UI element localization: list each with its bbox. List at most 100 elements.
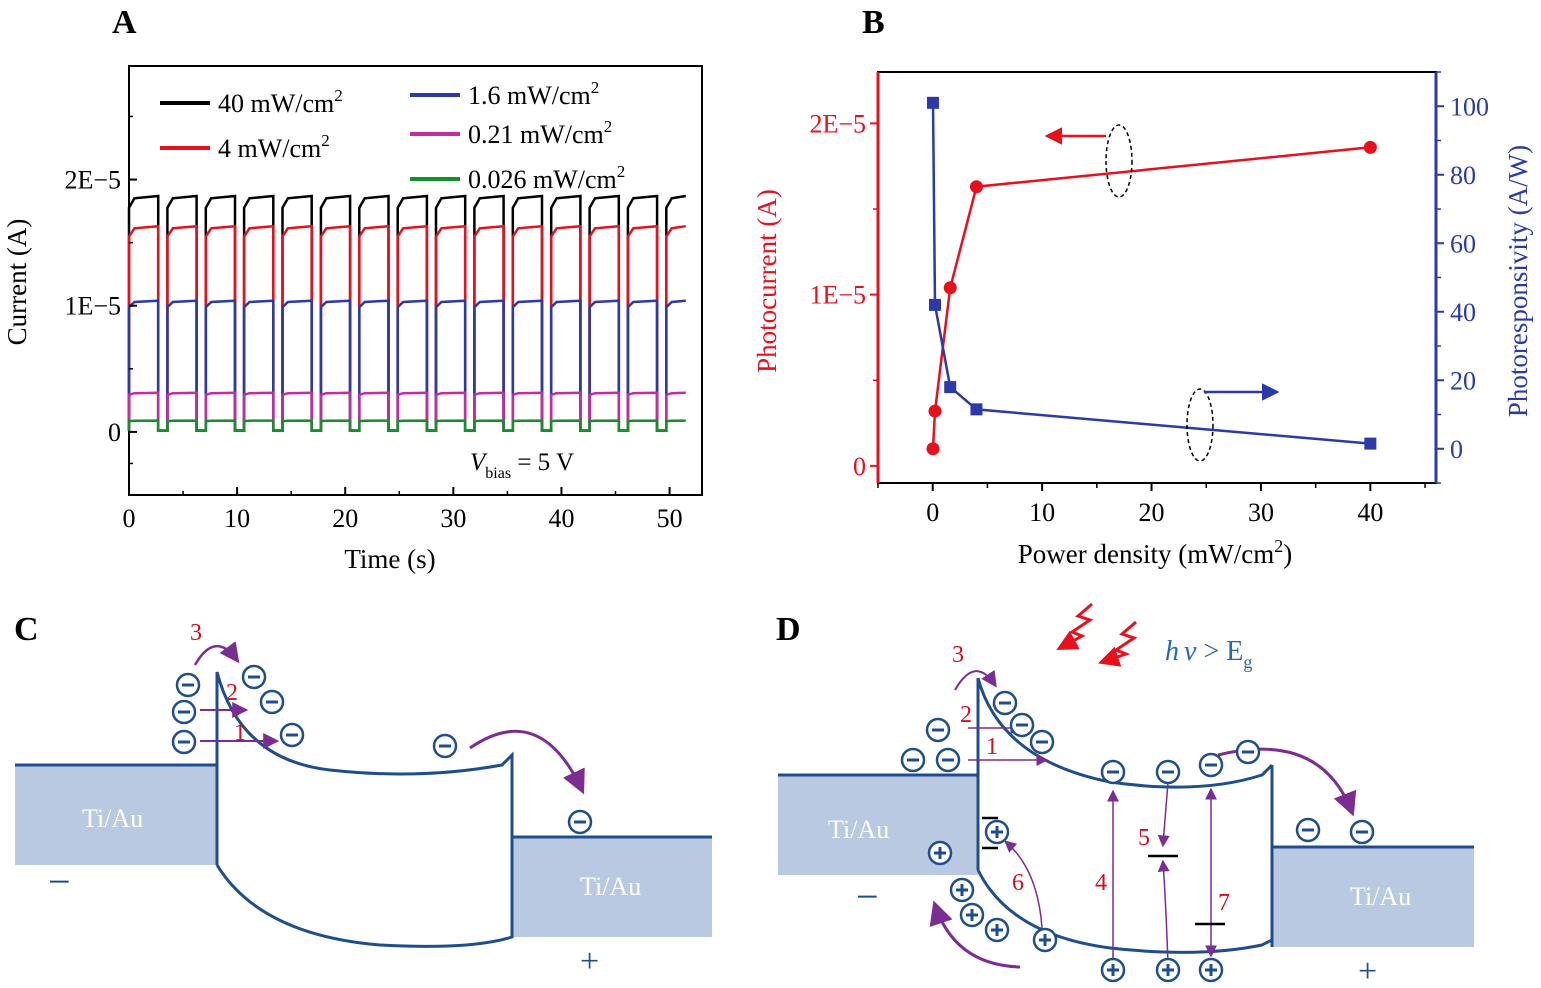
chart-b-left-ytick-label: 1E−5 — [809, 281, 866, 310]
step-3-label-d: 3 — [952, 642, 964, 668]
chart-a-xtick-label: 0 — [123, 504, 136, 533]
minus-terminal-d: − — [856, 874, 879, 919]
electron-icon — [171, 729, 197, 755]
chart-b-right-ytick-label: 60 — [1450, 229, 1476, 258]
carriers-c — [171, 664, 593, 835]
chart-a-ytick-label: 1E−5 — [64, 292, 121, 321]
electron-icon — [432, 733, 458, 759]
hole-icon — [949, 877, 975, 903]
left-contact-c — [15, 765, 217, 865]
electron-icon — [935, 747, 961, 773]
chart-b-right-ytick-label: 100 — [1450, 92, 1489, 121]
carriers-d — [900, 690, 1375, 983]
chart-b-xtick-label: 30 — [1248, 498, 1274, 527]
chart-a-xtick-label: 40 — [548, 504, 574, 533]
tunnel-arrow-3-c — [193, 641, 240, 666]
chart-a-ylabel: Current (A) — [2, 219, 32, 346]
step-2-label-d: 2 — [960, 702, 972, 728]
series-line — [127, 224, 686, 432]
electron-icon — [1295, 817, 1321, 843]
chart-b-right-ytick-label: 80 — [1450, 161, 1476, 190]
panel-label-a: A — [112, 4, 137, 41]
chart-b-right-ytick-label: 40 — [1450, 298, 1476, 327]
band-diagram-c: Ti/Au Ti/Au − + 3 2 1 — [15, 620, 712, 980]
hole-collection-arrow-d — [929, 900, 1021, 969]
chart-b-xtick-label: 0 — [926, 498, 939, 527]
electron-icon — [279, 722, 305, 748]
electron-icon — [175, 672, 201, 698]
legend-label: 40 mW/cm2 — [218, 86, 343, 118]
legend-label: 1.6 mW/cm2 — [468, 78, 599, 110]
trap-release-arrow-5 — [1157, 859, 1170, 966]
right-contact-label-c: Ti/Au — [580, 872, 641, 901]
right-contact-d — [1272, 847, 1474, 947]
electron-icon — [1029, 729, 1055, 755]
right-contact-c — [512, 837, 712, 937]
panel-label-d: D — [776, 611, 801, 648]
left-contact-label-c: Ti/Au — [82, 804, 143, 833]
electron-icon — [992, 690, 1018, 716]
electron-icon — [1155, 759, 1181, 785]
chart-b-xtick-label: 10 — [1029, 498, 1055, 527]
series-line — [127, 419, 686, 432]
electron-icon — [1009, 712, 1035, 738]
step-4-label-d: 4 — [1095, 870, 1107, 896]
chart-a-xtick-label: 10 — [224, 504, 250, 533]
hole-icon — [1198, 957, 1224, 983]
semiconductor-bands-c — [215, 671, 514, 948]
photocurrent-marker — [926, 442, 940, 456]
electron-icon — [241, 664, 267, 690]
step-7-label-d: 7 — [1218, 890, 1230, 916]
hole-icon — [959, 902, 985, 928]
electron-icon — [925, 717, 951, 743]
responsivity-marker — [944, 381, 957, 394]
responsivity-marker — [970, 403, 983, 416]
step-2-label-c: 2 — [226, 680, 238, 706]
collection-arrow-c — [469, 729, 585, 795]
responsivity-marker — [926, 96, 939, 109]
responsivity-marker — [1364, 437, 1377, 450]
photocurrent-marker — [1363, 140, 1377, 154]
chart-b-frame — [877, 71, 1437, 484]
chart-a-ytick-label: 0 — [108, 418, 121, 447]
step-5-label-d: 5 — [1138, 825, 1150, 851]
step-1-label-c: 1 — [234, 720, 246, 746]
series-line — [127, 391, 686, 432]
legend-label: 0.21 mW/cm2 — [468, 117, 612, 149]
chart-b-xlabel: Power density (mW/cm2) — [1018, 536, 1292, 569]
electron-icon — [1198, 752, 1224, 778]
electron-icon — [171, 699, 197, 725]
tunnel-arrow-3-d — [954, 669, 997, 691]
hole-icon — [1100, 957, 1126, 983]
bias-annotation: Vbias = 5 V — [470, 449, 574, 482]
photon-icon — [1098, 620, 1138, 667]
plus-terminal-c: + — [580, 943, 599, 980]
hole-trap-arrow-6 — [1004, 840, 1043, 929]
chart-a-frame — [128, 65, 703, 496]
chart-a-ytick-label: 2E−5 — [64, 166, 121, 195]
electron-icon — [1100, 759, 1126, 785]
right-contact-label-d: Ti/Au — [1350, 882, 1411, 911]
electron-icon — [1235, 739, 1261, 765]
electron-icon — [567, 809, 593, 835]
minus-terminal-c: − — [48, 859, 71, 904]
plus-terminal-d: + — [1358, 953, 1377, 988]
valence-band-d — [976, 869, 1273, 954]
step-1-label-d: 1 — [986, 734, 998, 760]
photocurrent-marker — [969, 180, 983, 194]
chart-b-xtick-label: 20 — [1139, 498, 1165, 527]
hole-icon — [1155, 957, 1181, 983]
chart-b-right-ytick-label: 0 — [1450, 435, 1463, 464]
chart-b-right-ylabel: Photoresponsivity (A/W) — [1503, 145, 1533, 417]
step-6-label-d: 6 — [1012, 870, 1024, 896]
legend-label: 4 mW/cm2 — [218, 131, 330, 163]
